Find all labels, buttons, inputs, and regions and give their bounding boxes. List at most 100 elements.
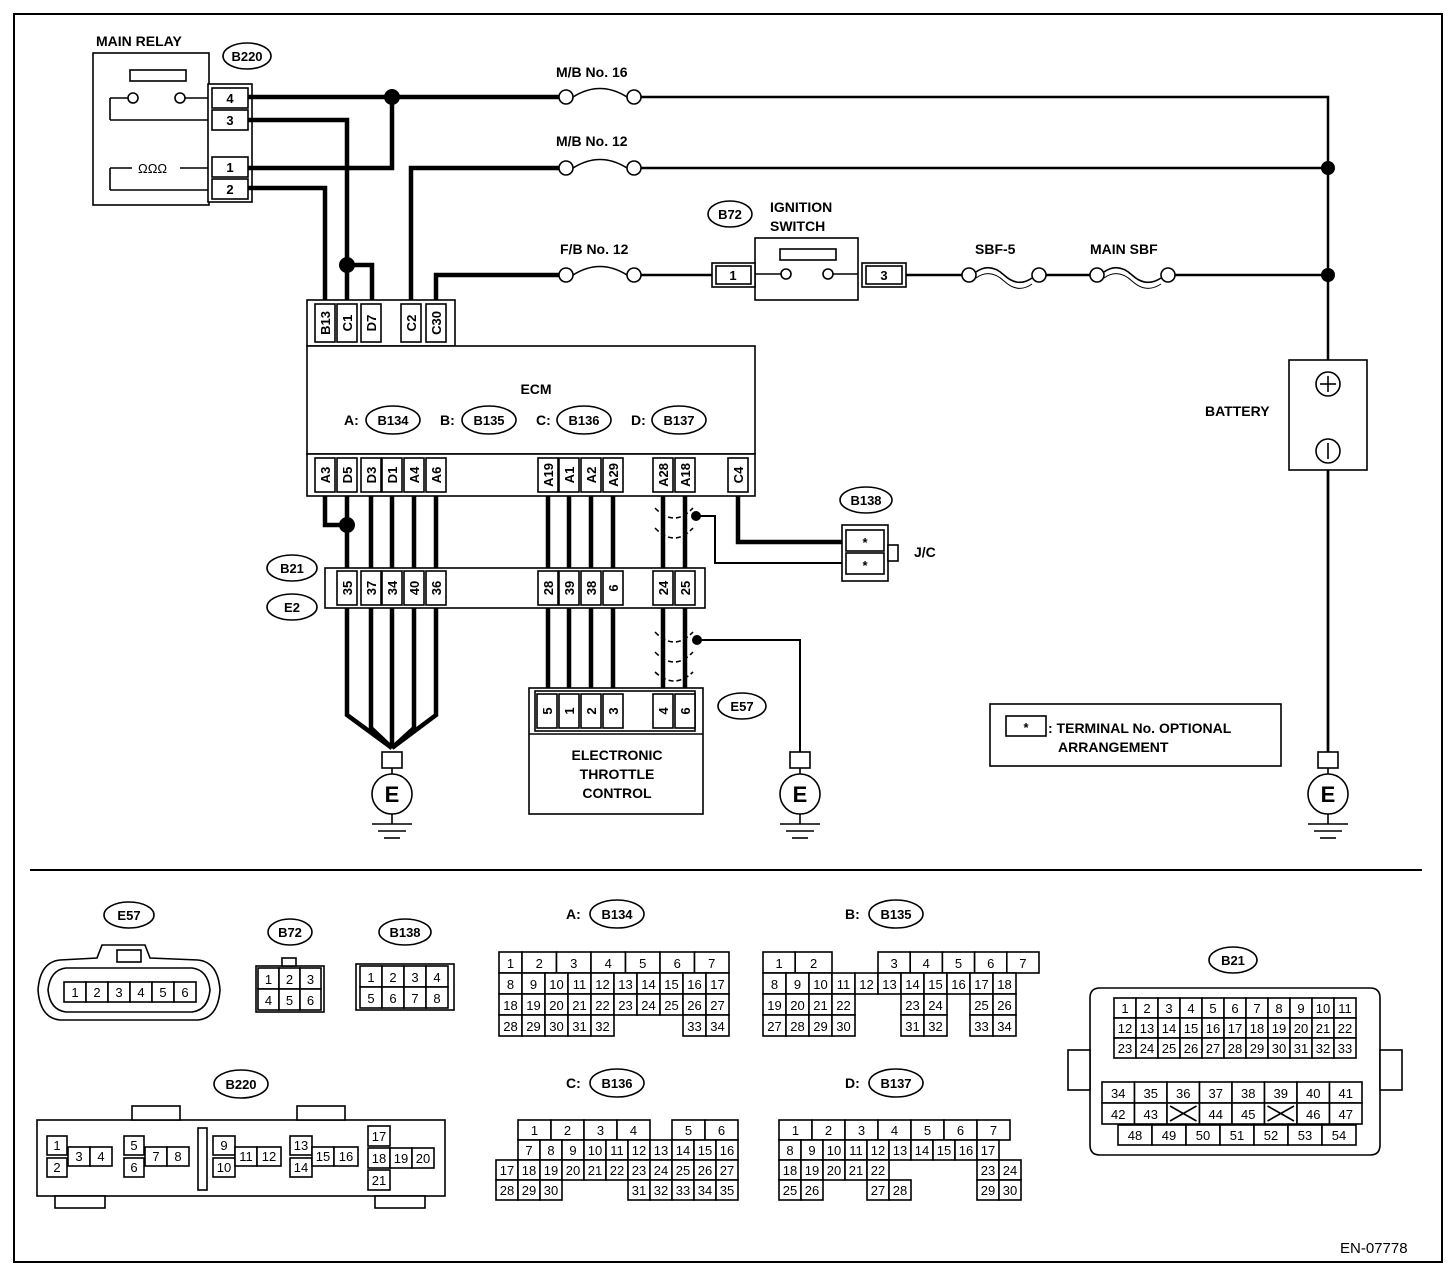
b134-face-pin: 25 (664, 998, 678, 1013)
b136-face-tag: B136 (601, 1076, 632, 1091)
ground-2-label: E (793, 782, 808, 807)
b220-face-cell (212, 1157, 236, 1178)
b137-face-pin: 16 (959, 1143, 973, 1158)
b134-face-pin: 6 (674, 956, 681, 971)
b138-face-pin: 1 (367, 970, 374, 985)
figure-code: EN-07778 (1340, 1240, 1408, 1257)
b220-face-pin: 16 (339, 1149, 353, 1164)
ecm-bottom-pin-label: A3 (318, 467, 333, 484)
b134-face-pin: 16 (687, 977, 701, 992)
b135-face-pin: 15 (928, 977, 942, 992)
b220-face-pin: 21 (372, 1173, 386, 1188)
b21-face-pin: 4 (1187, 1001, 1194, 1016)
b137-face-pin: 17 (981, 1143, 995, 1158)
b134-face-pin: 23 (618, 998, 632, 1013)
b135-face-pin: 22 (836, 998, 850, 1013)
e57-inline-pin-label: 2 (584, 707, 599, 714)
b220-face-cell (256, 1146, 282, 1167)
b135-face-pin: 24 (928, 998, 942, 1013)
b21-face-pin: 19 (1272, 1021, 1286, 1036)
e57-face-cell (173, 981, 197, 1003)
ecm-label: ECM (520, 381, 551, 397)
b220-face-pin: 6 (130, 1160, 137, 1175)
b72-face-pin: 1 (265, 972, 272, 987)
ecm-bottom-pin-label: A2 (584, 467, 599, 484)
b137-face-pin: 24 (1003, 1163, 1017, 1178)
fuse-sbf5-label: SBF-5 (975, 241, 1016, 257)
b134-face-pin: 17 (710, 977, 724, 992)
b135-face-cell (923, 1014, 948, 1037)
b135-face-pin: 4 (923, 956, 930, 971)
b21-inline-pin-label: 6 (606, 584, 621, 591)
b134-face-pin: 28 (503, 1019, 517, 1034)
b220-face-pin: 12 (262, 1149, 276, 1164)
ecm-bottom-pin-label: A19 (541, 463, 556, 487)
b220-face-pin: 19 (394, 1151, 408, 1166)
b137-face-pin: 25 (783, 1183, 797, 1198)
b138-face-cell (425, 986, 449, 1009)
b72-face-tag: B72 (278, 925, 302, 940)
b137-face-pin: 18 (783, 1163, 797, 1178)
b136-face-pin: 6 (718, 1123, 725, 1138)
b135-face-pin: 6 (987, 956, 994, 971)
b220-face-cell (212, 1135, 236, 1156)
b21-face-pin: 49 (1162, 1128, 1176, 1143)
b136-face-pin: 33 (676, 1183, 690, 1198)
b21-inline-pin-label: 25 (678, 581, 693, 595)
ecm-bottom-pin-cell (403, 457, 425, 493)
ign-pin-1: 1 (729, 268, 736, 283)
b220-face-pin: 7 (152, 1149, 159, 1164)
b137-face-pin: 7 (990, 1123, 997, 1138)
b136-face-pin: 34 (698, 1183, 712, 1198)
b137-face-pin: 8 (786, 1143, 793, 1158)
etc-label-3: CONTROL (582, 785, 652, 801)
b135-face-tag: B135 (880, 907, 911, 922)
ignition-label-1: IGNITION (770, 199, 832, 215)
b135-face-cell (992, 1014, 1017, 1037)
b21-face-pin: 44 (1209, 1107, 1223, 1122)
b21-inline-pin-cell (652, 570, 674, 606)
b21-face-pin: 54 (1332, 1128, 1346, 1143)
e57-inline-pin-cell (558, 693, 580, 729)
b134-face-pin: 5 (639, 956, 646, 971)
terminal-note-line-2: ARRANGEMENT (1058, 739, 1169, 755)
b220-face-cell (123, 1157, 145, 1178)
b135-face-pin: 23 (905, 998, 919, 1013)
b21-face-pin: 24 (1140, 1041, 1154, 1056)
e57-face-pin: 4 (137, 985, 144, 1000)
b136-face-pin: 1 (531, 1123, 538, 1138)
b135-face-pin: 1 (775, 956, 782, 971)
b137-face-pin: 5 (924, 1123, 931, 1138)
ecm-bottom-pin-cell (336, 457, 358, 493)
b21-face-pin: 38 (1241, 1086, 1255, 1101)
b134-face-pin: 7 (708, 956, 715, 971)
b136-face-pin: 14 (676, 1143, 690, 1158)
b21-face-pin: 46 (1306, 1107, 1320, 1122)
b21-face-pin: 12 (1118, 1021, 1132, 1036)
ecm-top-pin-cell (425, 303, 447, 343)
b21-face-pin: 9 (1297, 1001, 1304, 1016)
ecm-prefix-d: D: (631, 412, 646, 428)
b21-face-pin: 32 (1316, 1041, 1330, 1056)
b220-face-cell (123, 1135, 145, 1156)
b135-face-pin: 19 (767, 998, 781, 1013)
b21-inline-pin-cell (403, 570, 425, 606)
b134-face-pin: 19 (526, 998, 540, 1013)
b21-face-pin: 25 (1162, 1041, 1176, 1056)
ecm-top-pin-label: C2 (404, 315, 419, 332)
ecm-top-pin-label: B13 (318, 311, 333, 335)
b220-face-cell (46, 1157, 68, 1178)
e57-tag-label: E57 (730, 699, 753, 714)
b136-face-pin: 11 (610, 1143, 624, 1158)
ground-1-label: E (385, 782, 400, 807)
b21-face-pin: 42 (1111, 1107, 1125, 1122)
